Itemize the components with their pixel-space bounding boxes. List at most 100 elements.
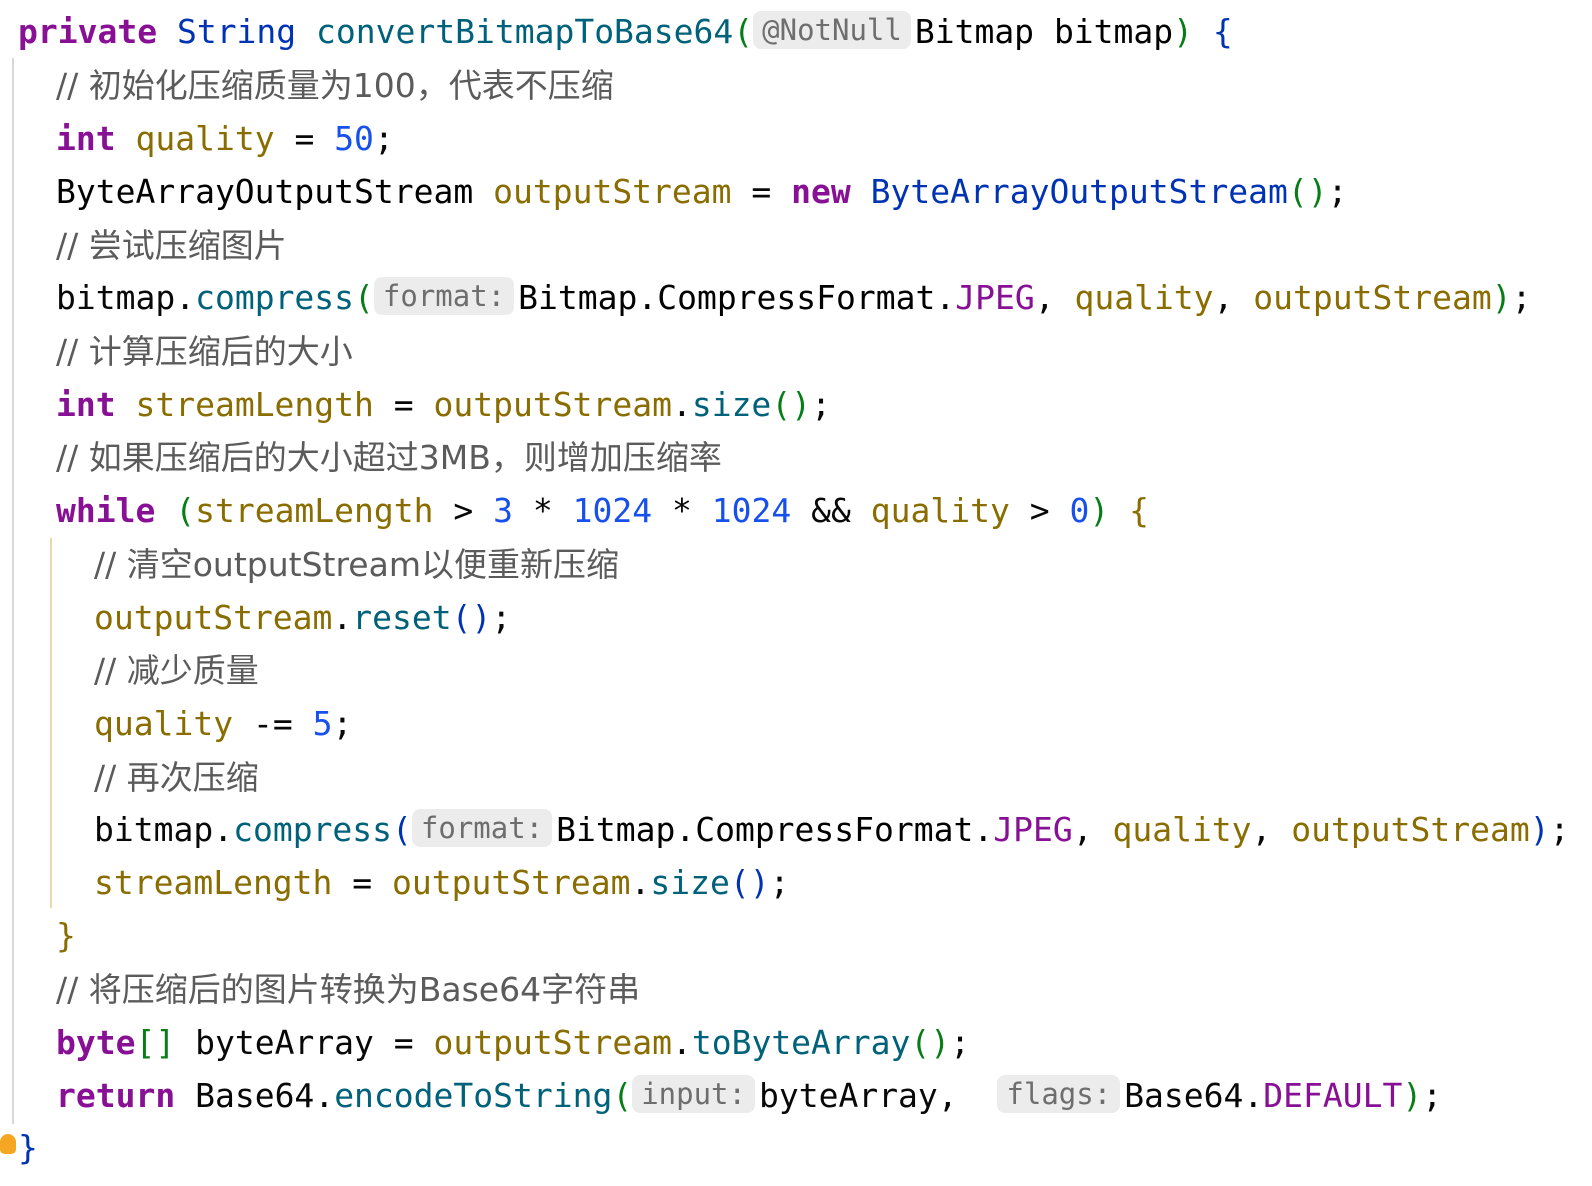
operator: > <box>1029 491 1050 530</box>
code-line-21[interactable]: return Base64.encodeToString(input:byteA… <box>56 1074 1442 1118</box>
method-name: convertBitmapToBase64 <box>316 12 734 51</box>
code-line-17[interactable]: streamLength = outputStream.size(); <box>94 861 789 905</box>
object: bitmap <box>56 278 176 317</box>
semicolon: ; <box>1327 172 1348 211</box>
brace-close: } <box>56 916 76 955</box>
parens: () <box>451 598 492 637</box>
method-call: compress <box>195 278 355 317</box>
method-call: size <box>650 863 730 902</box>
comma: , <box>1034 278 1055 317</box>
constant: DEFAULT <box>1263 1076 1403 1115</box>
variable: streamLength <box>195 491 434 530</box>
argument: outputStream <box>1253 278 1492 317</box>
semicolon: ; <box>491 598 512 637</box>
operator: = <box>393 1023 414 1062</box>
semicolon: ; <box>769 863 790 902</box>
code-line-8[interactable]: int streamLength = outputStream.size(); <box>56 383 831 427</box>
dot: . <box>175 278 196 317</box>
paren-open: ( <box>733 12 754 51</box>
code-line-5[interactable]: // 尝试压缩图片 <box>56 224 287 268</box>
semicolon: ; <box>950 1023 971 1062</box>
keyword: private <box>18 12 158 51</box>
operator: > <box>453 491 474 530</box>
parens: () <box>1287 172 1328 211</box>
code-line-15[interactable]: // 再次压缩 <box>94 756 259 800</box>
param-hint: format: <box>411 809 553 847</box>
operator: = <box>352 863 373 902</box>
semicolon: ; <box>373 119 394 158</box>
number: 3 <box>493 491 514 530</box>
annotation-hint: @NotNull <box>753 11 911 49</box>
variable: quality <box>870 491 1010 530</box>
lightbulb-icon[interactable] <box>0 1134 16 1154</box>
comment: // 再次压缩 <box>94 758 259 797</box>
operator: = <box>751 172 772 211</box>
semicolon: ; <box>1549 810 1570 849</box>
class-ref: Bitmap.CompressFormat. <box>556 810 994 849</box>
dot: . <box>671 1023 692 1062</box>
code-line-11[interactable]: // 清空outputStream以便重新压缩 <box>94 543 619 587</box>
number: 50 <box>334 119 374 158</box>
operator: && <box>811 491 851 530</box>
code-line-2[interactable]: // 初始化压缩质量为100，代表不压缩 <box>56 64 614 108</box>
code-line-13[interactable]: // 减少质量 <box>94 649 259 693</box>
brace-open: { <box>1129 491 1149 530</box>
param-name: bitmap <box>1053 12 1174 51</box>
code-line-16[interactable]: bitmap.compress(format:Bitmap.CompressFo… <box>94 808 1569 852</box>
parens: () <box>729 863 770 902</box>
code-line-12[interactable]: outputStream.reset(); <box>94 596 511 640</box>
comment: // 计算压缩后的大小 <box>56 332 353 371</box>
code-line-4[interactable]: ByteArrayOutputStream outputStream = new… <box>56 170 1348 214</box>
brace-close: } <box>18 1128 38 1167</box>
param-type: Bitmap <box>914 12 1035 51</box>
operator: = <box>294 119 315 158</box>
paren-open: ( <box>175 491 196 530</box>
parens: () <box>771 385 812 424</box>
object: bitmap <box>94 810 214 849</box>
constant: JPEG <box>993 810 1073 849</box>
code-line-20[interactable]: byte[] byteArray = outputStream.toByteAr… <box>56 1021 970 1065</box>
code-line-1[interactable]: private String convertBitmapToBase64(@No… <box>18 10 1233 54</box>
variable: streamLength <box>94 863 333 902</box>
semicolon: ; <box>1511 278 1532 317</box>
variable: quality <box>94 704 234 743</box>
number: 0 <box>1069 491 1090 530</box>
brackets: [] <box>135 1023 176 1062</box>
keyword: while <box>56 491 156 530</box>
class-ref: Base64. <box>1124 1076 1264 1115</box>
method-call: compress <box>233 810 393 849</box>
paren-open: ( <box>392 810 412 849</box>
code-line-14[interactable]: quality -= 5; <box>94 702 352 746</box>
code-line-3[interactable]: int quality = 50; <box>56 117 394 161</box>
method-call: size <box>691 385 772 424</box>
code-line-22[interactable]: } <box>18 1126 38 1170</box>
dot: . <box>314 1076 335 1115</box>
comment: // 减少质量 <box>94 651 259 690</box>
param-hint: input: <box>632 1075 755 1113</box>
constructor: ByteArrayOutputStream <box>870 172 1288 211</box>
variable: quality <box>135 119 275 158</box>
code-line-6[interactable]: bitmap.compress(format:Bitmap.CompressFo… <box>56 276 1531 320</box>
class-ref: Base64 <box>195 1076 315 1115</box>
operator: * <box>532 491 553 530</box>
indent-guide-while <box>50 538 52 908</box>
indent-guide-method <box>12 58 14 1124</box>
variable: byteArray <box>195 1023 374 1062</box>
code-line-7[interactable]: // 计算压缩后的大小 <box>56 330 353 374</box>
keyword: int <box>56 119 116 158</box>
code-line-9[interactable]: // 如果压缩后的大小超过3MB，则增加压缩率 <box>56 436 722 480</box>
object: outputStream <box>433 1023 672 1062</box>
argument: quality <box>1112 810 1252 849</box>
object: outputStream <box>94 598 333 637</box>
method-call: reset <box>352 598 452 637</box>
comment: // 如果压缩后的大小超过3MB，则增加压缩率 <box>56 438 722 477</box>
code-line-19[interactable]: // 将压缩后的图片转换为Base64字符串 <box>56 968 640 1012</box>
code-line-18[interactable]: } <box>56 914 76 958</box>
code-line-10[interactable]: while (streamLength > 3 * 1024 * 1024 &&… <box>56 489 1149 533</box>
paren-close: ) <box>1173 12 1194 51</box>
operator: * <box>672 491 692 530</box>
parens: () <box>910 1023 951 1062</box>
param-hint: flags: <box>997 1075 1121 1113</box>
comment: // 清空outputStream以便重新压缩 <box>94 545 619 584</box>
